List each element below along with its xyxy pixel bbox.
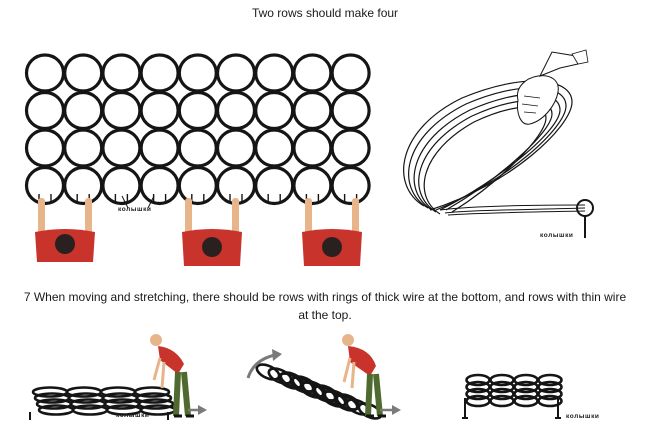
wire-ring <box>139 165 180 206</box>
wire-coil-drawing <box>403 49 594 238</box>
person-back-view-1 <box>35 198 95 262</box>
stacked-ring <box>537 394 563 408</box>
wire-ring <box>330 165 371 206</box>
wire-ring <box>330 90 371 131</box>
stacked-ring <box>513 394 539 408</box>
wire-ring <box>101 165 142 206</box>
wire-ring <box>254 53 295 93</box>
wire-ring <box>177 128 218 168</box>
stake-label-stacked-net: колышки <box>566 413 600 420</box>
person-back-view-3 <box>302 198 362 266</box>
flat-ring <box>37 404 75 416</box>
stacked-ring <box>465 394 491 408</box>
wire-ring <box>24 53 66 93</box>
stake-label-flat-net: колышки <box>116 412 150 419</box>
person-bending-1 <box>150 334 194 418</box>
wire-ring <box>63 165 104 206</box>
page-title: Two rows should make four <box>251 6 399 20</box>
wire-ring <box>292 165 333 206</box>
wire-ring <box>24 128 66 168</box>
step-7-instruction: 7 When moving and stretching, there shou… <box>23 290 627 322</box>
wire-ring <box>292 53 333 93</box>
wire-ring <box>215 90 257 131</box>
flat-ring <box>71 404 109 416</box>
flat-ring <box>133 386 171 398</box>
wire-ring <box>63 90 104 131</box>
wire-ring <box>139 90 180 131</box>
wire-ring <box>139 53 180 93</box>
wire-ring <box>63 53 104 93</box>
stacked-ring <box>537 373 563 387</box>
stacked-ring <box>537 380 563 394</box>
wire-ring <box>24 90 66 131</box>
person-bending-2 <box>342 334 386 418</box>
wire-ring <box>101 128 142 168</box>
wire-ring <box>63 128 104 168</box>
stacked-ring <box>537 387 563 401</box>
tilted-ring-net-drawing <box>255 363 383 420</box>
wire-ring <box>292 90 333 131</box>
wire-ring <box>215 53 257 93</box>
wire-ring <box>177 165 218 206</box>
wire-ring <box>101 90 142 131</box>
wire-ring <box>330 128 371 168</box>
wire-ring <box>254 165 295 206</box>
wire-ring <box>330 53 371 93</box>
person-back-view-2 <box>182 198 242 266</box>
wire-ring <box>215 128 257 168</box>
flat-ring <box>135 392 173 404</box>
flat-ring <box>137 398 175 410</box>
wire-ring <box>177 90 218 131</box>
wire-ring <box>177 53 218 93</box>
curved-lift-arrow <box>246 353 276 379</box>
wire-ring <box>139 128 180 168</box>
stacked-ring-net-drawing <box>465 373 563 408</box>
wire-ring <box>254 128 295 168</box>
stacked-ring <box>489 394 515 408</box>
flat-ring-net-drawing <box>29 386 177 420</box>
stake-label-grid: колышки <box>118 206 152 213</box>
wire-ring <box>24 165 66 206</box>
wire-ring <box>101 53 142 93</box>
wire-ring <box>254 90 295 131</box>
stake-label-coil: колышки <box>540 232 574 239</box>
wire-ring <box>292 128 333 168</box>
